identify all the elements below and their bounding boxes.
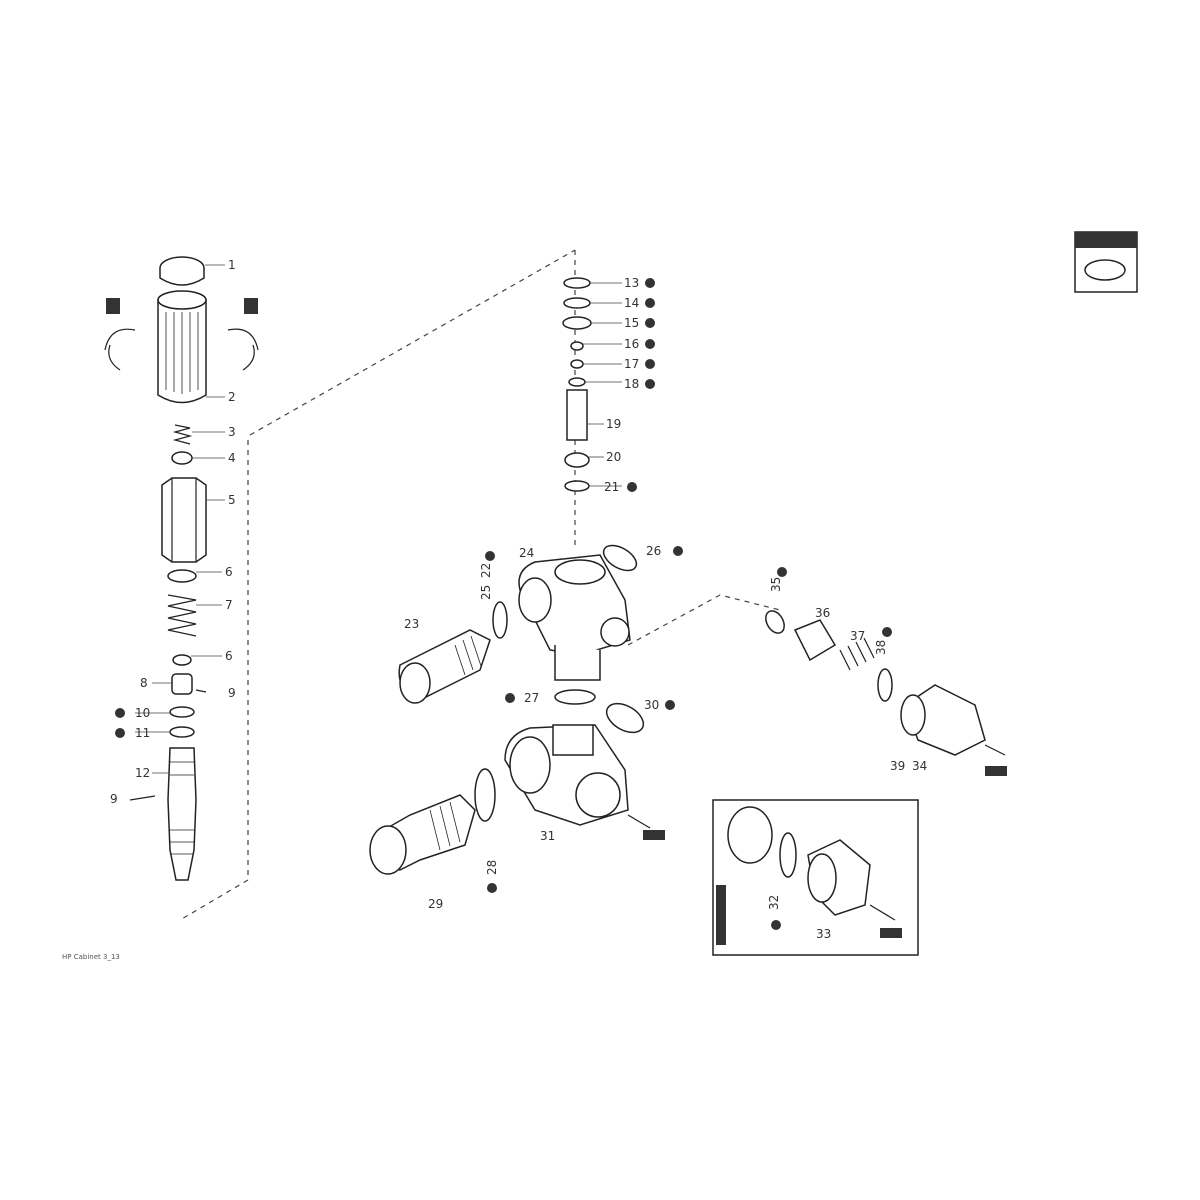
callout-27: 27 — [524, 691, 539, 705]
spring-7 — [167, 594, 197, 637]
callout-26: 26 — [646, 544, 661, 558]
o-ring-27 — [554, 689, 596, 705]
flow-direction-arrow-icon — [627, 814, 665, 840]
o-ring-6 — [167, 569, 197, 583]
callout-4: 4 — [228, 451, 236, 465]
callout-21: 21 — [604, 480, 619, 494]
left-filter-stack — [129, 256, 207, 881]
o-ring-35 — [765, 610, 785, 634]
spring-small — [172, 424, 193, 445]
assembly-guide-lines — [179, 249, 781, 921]
callout-7: 7 — [225, 598, 233, 612]
callout-32: 32 — [767, 895, 781, 910]
piston-19 — [566, 389, 588, 441]
callout-36: 36 — [815, 606, 830, 620]
center-top-stack — [562, 277, 592, 492]
callout-13: 13 — [624, 276, 639, 290]
lower-valve-body — [369, 689, 645, 875]
callout-20: 20 — [606, 450, 621, 464]
nipple-12 — [167, 747, 197, 881]
service-kit-badge-icon — [115, 278, 892, 930]
callout-31: 31 — [540, 829, 555, 843]
o-ring-21 — [564, 480, 590, 492]
flow-direction-arrow-icon — [985, 766, 1007, 776]
callout-34: 34 — [912, 759, 927, 773]
callout-30: 30 — [644, 698, 659, 712]
valve-seat-20 — [564, 452, 590, 468]
o-ring-26 — [602, 544, 638, 572]
o-ring-10 — [169, 706, 195, 718]
callout-5: 5 — [228, 493, 236, 507]
callout-labels: 1 2 3 4 5 6 7 6 8 9 9 10 11 12 13 14 15 … — [110, 258, 927, 941]
seal-ring-4 — [171, 451, 193, 465]
callout-22: 22 — [479, 563, 493, 578]
pump-manifold-body — [398, 544, 638, 704]
callout-29: 29 — [428, 897, 443, 911]
drawing-code: HP Cabinet 3_13 — [62, 953, 120, 961]
o-ring-38 — [877, 668, 893, 702]
callout-35: 35 — [769, 577, 783, 592]
callout-39: 39 — [890, 759, 905, 773]
inset-detail-panel — [712, 799, 919, 956]
spring-37 — [839, 637, 875, 671]
callout-18: 18 — [624, 377, 639, 391]
callout-6b: 6 — [225, 649, 233, 663]
callout-11: 11 — [135, 726, 150, 740]
valve-8 — [171, 673, 193, 695]
callout-leaders — [135, 264, 622, 774]
callout-6: 6 — [225, 565, 233, 579]
callout-1: 1 — [228, 258, 236, 272]
o-ring-30 — [605, 702, 645, 734]
seal-kit-icon — [1074, 231, 1138, 293]
fitting-39 — [904, 684, 986, 756]
callout-14: 14 — [624, 296, 639, 310]
callout-9: 9 — [228, 686, 236, 700]
valve-36 — [793, 619, 837, 662]
callout-23: 23 — [404, 617, 419, 631]
loosen-rotation-icon — [227, 298, 259, 371]
hex-body — [161, 477, 207, 563]
callout-15: 15 — [624, 316, 639, 330]
callout-19: 19 — [606, 417, 621, 431]
callout-10: 10 — [135, 706, 150, 720]
callout-38: 38 — [874, 640, 888, 655]
callout-9b: 9 — [110, 792, 118, 806]
callout-2: 2 — [228, 390, 236, 404]
callout-28: 28 — [485, 860, 499, 875]
callout-17: 17 — [624, 357, 639, 371]
callout-25: 25 — [479, 585, 493, 600]
callout-3: 3 — [228, 425, 236, 439]
callout-33: 33 — [816, 927, 831, 941]
callout-12: 12 — [135, 766, 150, 780]
o-ring-11 — [169, 726, 195, 738]
callout-16: 16 — [624, 337, 639, 351]
o-ring-25 — [492, 601, 508, 639]
o-ring-6b — [172, 654, 192, 666]
callout-24: 24 — [519, 546, 534, 560]
right-unloader-chain — [765, 610, 1007, 776]
tighten-rotation-icon — [104, 298, 136, 371]
callout-37: 37 — [850, 629, 865, 643]
callout-8: 8 — [140, 676, 148, 690]
o-ring-32 — [474, 768, 496, 822]
